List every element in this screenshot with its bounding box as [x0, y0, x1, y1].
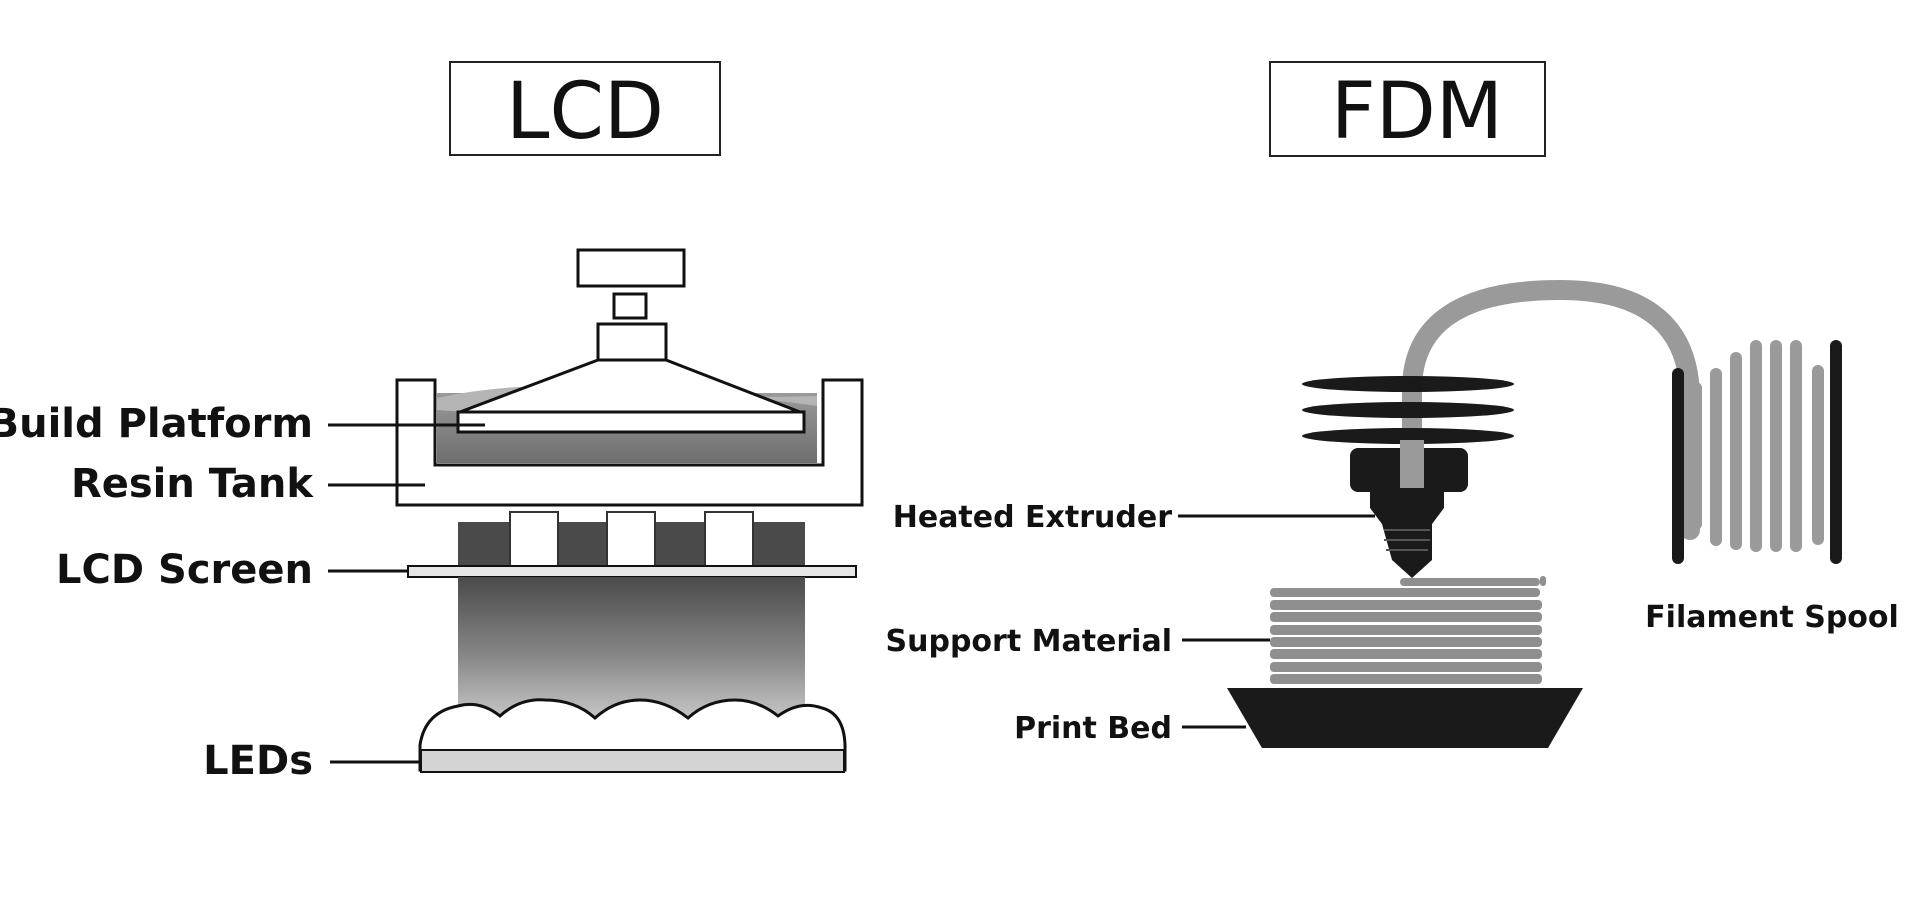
label-build-platform: Build Platform — [0, 401, 313, 447]
fdm-panel: FDM — [886, 61, 1899, 748]
lcd-screen — [407, 565, 857, 578]
lcd-title: LCD — [506, 67, 664, 157]
fdm-title: FDM — [1331, 67, 1503, 157]
filament-path — [1402, 279, 1700, 540]
extruder-nozzle — [1370, 488, 1444, 578]
lcd-leader-lines — [328, 423, 485, 764]
build-platform — [456, 358, 806, 434]
print-bed — [1227, 688, 1583, 748]
light-columns — [458, 511, 805, 573]
label-lcd-screen: LCD Screen — [56, 547, 313, 593]
lcd-title-box: LCD — [449, 61, 721, 157]
label-leds: LEDs — [203, 738, 313, 784]
label-heated-extruder: Heated Extruder — [893, 500, 1172, 535]
label-filament-spool: Filament Spool — [1645, 600, 1899, 635]
printed-layers — [1270, 576, 1546, 684]
lcd-panel: LCD — [0, 61, 864, 784]
led-array — [418, 698, 847, 773]
fdm-title-box: FDM — [1269, 61, 1546, 157]
label-support-material: Support Material — [886, 624, 1173, 659]
filament-spool — [1672, 340, 1842, 564]
label-resin-tank: Resin Tank — [71, 461, 314, 507]
cooling-fins — [1302, 376, 1514, 444]
z-axis-mount — [576, 248, 686, 362]
fdm-leader-lines — [1178, 514, 1375, 729]
label-print-bed: Print Bed — [1014, 711, 1172, 746]
